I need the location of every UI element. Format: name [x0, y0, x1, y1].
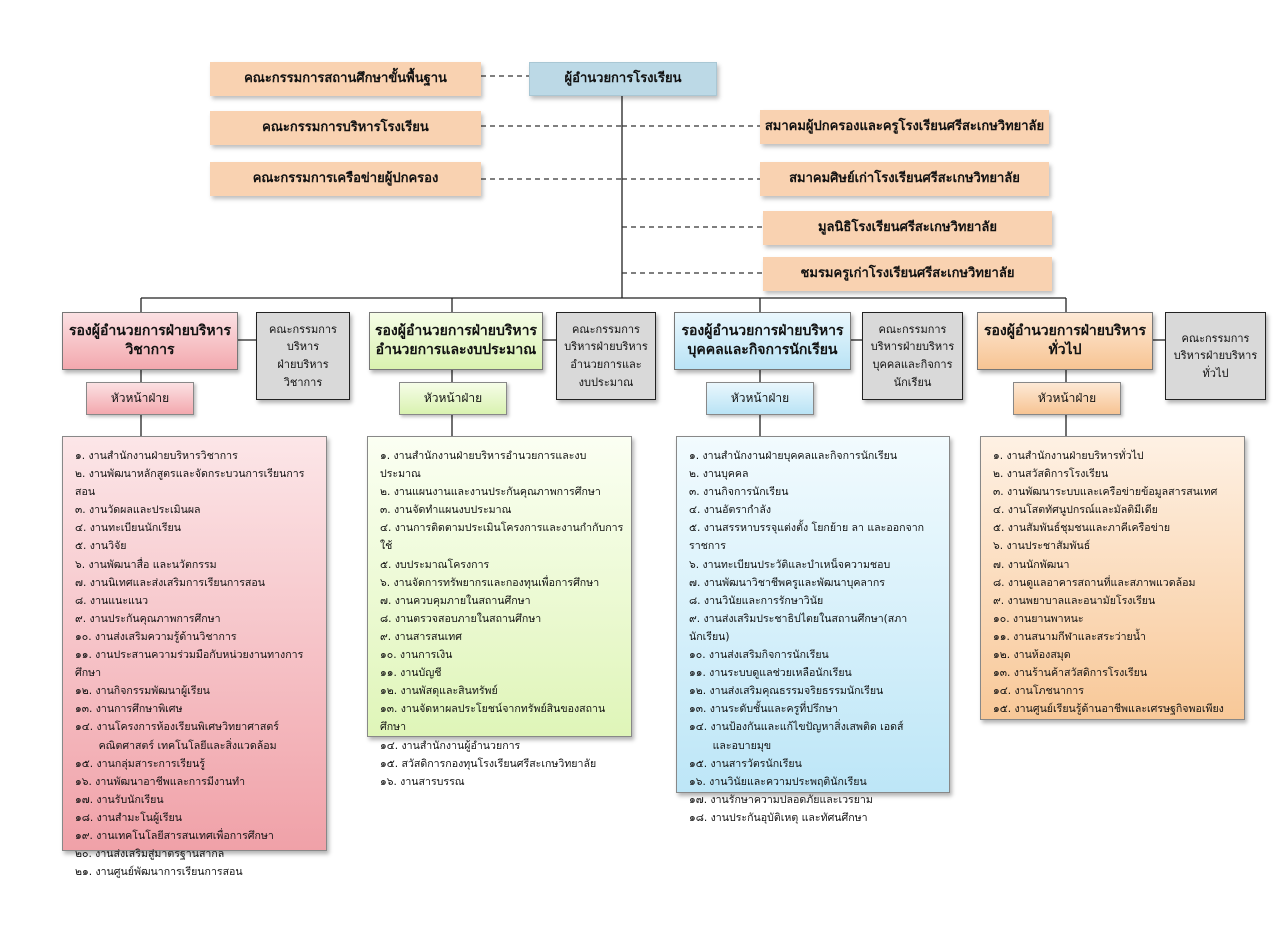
task-item: ๑๐. งานยานพาหนะ: [993, 612, 1084, 625]
task-item: ๑๘. งานประกันอุบัติเหตุ และทัศนศึกษา: [689, 811, 868, 824]
task-item: ๑๔. งานโภชนาการ: [993, 685, 1084, 698]
task-item: ๙. งานส่งเสริมประชาธิปไตยในสถานศึกษา(สภา…: [689, 612, 908, 643]
task-item: ๑๑. งานระบบดูแลช่วยเหลือนักเรียน: [689, 667, 852, 680]
vp-personnel-box: รองผู้อำนวยการฝ่ายบริหาร บุคคลและกิจการน…: [674, 312, 851, 370]
vp-budget-box: รองผู้อำนวยการฝ่ายบริหาร อำนวยการและงบปร…: [369, 312, 543, 370]
task-item: ๑๕. สวัสดิการกองทุนโรงเรียนศรีสะเกษวิทยา…: [380, 757, 597, 770]
task-item: ๑๐. งานส่งเสริมความรู้ด้านวิชาการ: [75, 630, 237, 643]
task-item: ๑๗. งานรับนักเรียน: [75, 793, 164, 806]
task-item: ๓. งานจัดทำแผนงบประมาณ: [380, 504, 512, 517]
tasks-personnel-list: ๑. งานสำนักงานฝ่ายบุคคลและกิจการนักเรียน…: [676, 436, 950, 824]
task-item: ๗. งานนักพัฒนา: [993, 558, 1070, 571]
task-item: ๓. งานวัดผลและประเมินผล: [75, 504, 201, 517]
committee-personnel-box: คณะกรรมการ บริหารฝ่ายบริหาร บุคคลและกิจก…: [862, 312, 963, 400]
task-item: ๑๖. งานวินัยและความประพฤตินักเรียน: [689, 775, 867, 788]
task-item: ๑. งานสำนักงานฝ่ายบริหารอำนวยการและงบประ…: [380, 450, 587, 481]
committee-school-admin-box: คณะกรรมการบริหารโรงเรียน: [210, 111, 481, 145]
task-item: ๑๒. งานกิจกรรมพัฒนาผู้เรียน: [75, 685, 210, 698]
committee-budget-box: คณะกรรมการ บริหารฝ่ายบริหาร อำนวยการและ …: [556, 312, 656, 400]
task-item: ๖. งานจัดการทรัพยากรและกองทุนเพื่อการศึก…: [380, 576, 600, 589]
head-budget-box: หัวหน้าฝ่าย: [399, 382, 507, 415]
task-item: ๑๖. งานพัฒนาอาชีพและการมีงานทำ: [75, 775, 246, 788]
task-item: ๒. งานบุคคล: [689, 468, 749, 481]
task-item: ๑๓. งานระดับชั้นและครูที่ปรึกษา: [689, 703, 839, 716]
task-item: ๓. งานกิจการนักเรียน: [689, 486, 789, 499]
task-item: ๘. งานแนะแนว: [75, 594, 149, 607]
vp-academic-box: รองผู้อำนวยการฝ่ายบริหาร วิชาการ: [62, 312, 238, 370]
task-item: ๘. งานวินัยและการรักษาวินัย: [689, 594, 824, 607]
tasks-academic-list: ๑. งานสำนักงานฝ่ายบริหารวิชาการ๒. งานพัฒ…: [62, 436, 327, 878]
task-item: ๔. งานโสตทัศนูปกรณ์และมัลติมีเดีย: [993, 504, 1158, 517]
task-item: ๕. งานวิจัย: [75, 540, 127, 553]
task-item: ๑๕. งานศูนย์เรียนรู้ด้านอาชีพและเศรษฐกิจ…: [993, 703, 1224, 716]
task-item: ๓. งานพัฒนาระบบและเครือข่ายข้อมูลสารสนเท…: [993, 486, 1218, 499]
task-item: ๙. งานประกันคุณภาพการศึกษา: [75, 612, 221, 625]
task-item: ๑๔. งานป้องกันและแก้ไขปัญหาสิ่งเสพติด เอ…: [689, 721, 904, 752]
task-item: ๙. งานพยาบาลและอนามัยโรงเรียน: [993, 594, 1156, 607]
task-item: ๔. งานอัตรากำลัง: [689, 504, 772, 517]
task-item: ๑๐. งานส่งเสริมกิจการนักเรียน: [689, 649, 829, 662]
task-item: ๑๓. งานการศึกษาพิเศษ: [75, 703, 183, 716]
task-item: ๖. งานพัฒนาสื่อ และนวัตกรรม: [75, 558, 217, 571]
task-item: ๑๑. งานประสานความร่วมมือกับหน่วยงานทางกา…: [75, 649, 304, 680]
task-item: ๑๘. งานสำมะโนผู้เรียน: [75, 811, 182, 824]
task-item: ๑. งานสำนักงานฝ่ายบริหารทั่วไป: [993, 450, 1144, 462]
retired-teachers-club-box: ชมรมครูเก่าโรงเรียนศรีสะเกษวิทยาลัย: [763, 257, 1052, 291]
task-item: ๙. งานสารสนเทศ: [380, 630, 462, 643]
committee-parent-network-box: คณะกรรมการเครือข่ายผู้ปกครอง: [210, 162, 481, 196]
task-item: ๘. งานดูแลอาคารสถานที่และสภาพแวดล้อม: [993, 576, 1196, 589]
alumni-association-box: สมาคมศิษย์เก่าโรงเรียนศรีสะเกษวิทยาลัย: [760, 162, 1049, 196]
head-personnel-box: หัวหน้าฝ่าย: [706, 382, 814, 415]
committee-academic-box: คณะกรรมการ บริหาร ฝ่ายบริหาร วิชาการ: [256, 312, 350, 400]
task-item: ๑๑. งานบัญชี: [380, 667, 442, 680]
school-foundation-box: มูลนิธิโรงเรียนศรีสะเกษวิทยาลัย: [763, 211, 1052, 245]
task-item: ๕. งานสัมพันธ์ชุมชนและภาคีเครือข่าย: [993, 522, 1171, 535]
committee-general-box: คณะกรรมการ บริหารฝ่ายบริหาร ทั่วไป: [1165, 312, 1266, 400]
task-item: ๒. งานสวัสดิการโรงเรียน: [993, 468, 1109, 481]
tasks-general-list: ๑. งานสำนักงานฝ่ายบริหารทั่วไป๒. งานสวัส…: [980, 436, 1245, 720]
task-item: ๑๖. งานสารบรรณ: [380, 775, 465, 788]
task-item: ๑๒. งานห้องสมุด: [993, 649, 1071, 662]
parent-teacher-association-box: สมาคมผู้ปกครองและครูโรงเรียนศรีสะเกษวิทย…: [760, 110, 1049, 144]
task-item: ๕. งานสรรหาบรรจุแต่งตั้ง โยกย้าย ลา และอ…: [689, 522, 925, 553]
task-item: ๑๗. งานรักษาความปลอดภัยและเวรยาม: [689, 793, 873, 806]
task-item: ๒. งานพัฒนาหลักสูตรและจัดกระบวนการเรียนก…: [75, 468, 305, 499]
task-item: ๑๓. งานจัดหาผลประโยชน์จากทรัพย์สินของสถา…: [380, 703, 606, 734]
task-item: ๘. งานตรวจสอบภายในสถานศึกษา: [380, 612, 542, 625]
task-item: ๗. งานพัฒนาวิชาชีพครูและพัฒนาบุคลากร: [689, 576, 885, 589]
task-item: ๖. งานทะเบียนประวัติและบำเหน็จความชอบ: [689, 558, 891, 571]
task-item: ๑. งานสำนักงานฝ่ายบุคคลและกิจการนักเรียน: [689, 450, 898, 462]
task-item: ๒. งานแผนงานและงานประกันคุณภาพการศึกษา: [380, 486, 601, 499]
task-item: ๑๒. งานพัสดุและสินทรัพย์: [380, 685, 498, 698]
task-item: ๑๔. งานสำนักงานผู้อำนวยการ: [380, 739, 521, 752]
task-item: ๑๑. งานสนามกีฬาและสระว่ายน้ำ: [993, 630, 1146, 643]
task-item: ๑๒. งานส่งเสริมคุณธรรมจริยธรรมนักเรียน: [689, 685, 884, 698]
task-item: ๗. งานนิเทศและส่งเสริมการเรียนการสอน: [75, 576, 265, 589]
task-item: ๔. งานการติดตามประเมินโครงการและงานกำกับ…: [380, 522, 624, 553]
committee-basic-education-box: คณะกรรมการสถานศึกษาขั้นพื้นฐาน: [210, 62, 481, 96]
task-item: ๑๕. งานกลุ่มสาระการเรียนรู้: [75, 757, 206, 770]
director-box: ผู้อำนวยการโรงเรียน: [529, 62, 717, 96]
task-item: ๑๓. งานร้านค้าสวัสดิการโรงเรียน: [993, 667, 1148, 680]
task-item: ๔. งานทะเบียนนักเรียน: [75, 522, 181, 535]
task-item: ๒๑. งานศูนย์พัฒนาการเรียนการสอน: [75, 866, 243, 879]
task-item: ๑๔. งานโครงการห้องเรียนพิเศษวิทยาศาสตร์ …: [75, 721, 279, 752]
task-item: ๑๙. งานเทคโนโลยีสารสนเทศเพื่อการศึกษา: [75, 829, 274, 842]
task-item: ๑. งานสำนักงานฝ่ายบริหารวิชาการ: [75, 450, 238, 462]
head-academic-box: หัวหน้าฝ่าย: [86, 382, 194, 415]
task-item: ๒๐. งานส่งเสริมสู่มาตรฐานสากล: [75, 848, 225, 861]
tasks-budget-list: ๑. งานสำนักงานฝ่ายบริหารอำนวยการและงบประ…: [367, 436, 632, 788]
task-item: ๑๕. งานสารวัตรนักเรียน: [689, 757, 802, 770]
task-item: ๖. งานประชาสัมพันธ์: [993, 540, 1091, 553]
task-item: ๕. งบประมาณโครงการ: [380, 558, 490, 571]
task-item: ๗. งานควบคุมภายในสถานศึกษา: [380, 594, 531, 607]
head-general-box: หัวหน้าฝ่าย: [1013, 382, 1121, 415]
vp-general-box: รองผู้อำนวยการฝ่ายบริหาร ทั่วไป: [977, 312, 1153, 370]
task-item: ๑๐. งานการเงิน: [380, 649, 453, 662]
